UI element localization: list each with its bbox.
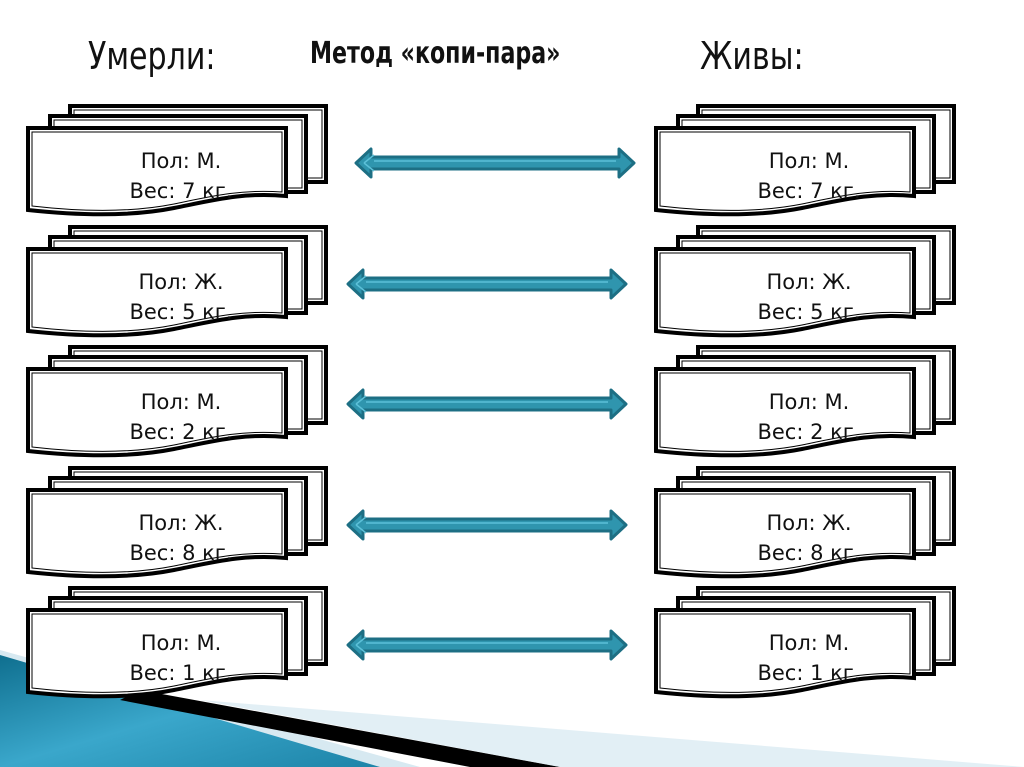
weight-label: Вес: 2 кг.	[129, 420, 233, 444]
alive-record-card: Пол: М. Вес: 1 кг.	[652, 586, 962, 706]
dead-record-card: Пол: Ж. Вес: 8 кг.	[24, 466, 334, 586]
card-text: Пол: Ж. Вес: 8 кг.	[52, 494, 310, 582]
weight-label: Вес: 7 кг.	[129, 179, 233, 203]
dead-record-card: Пол: М. Вес: 2 кг.	[24, 345, 334, 465]
double-arrow-icon	[346, 267, 628, 305]
card-text: Пол: М. Вес: 7 кг.	[680, 132, 938, 220]
alive-record-card: Пол: М. Вес: 7 кг.	[652, 104, 962, 224]
card-text: Пол: Ж. Вес: 5 кг.	[52, 253, 310, 341]
dead-record-card: Пол: М. Вес: 7 кг.	[24, 104, 334, 224]
sex-label: Пол: М.	[768, 631, 850, 655]
alive-column-title: Живы:	[700, 34, 804, 78]
double-arrow-icon	[354, 146, 636, 184]
sex-label: Пол: Ж.	[766, 270, 852, 294]
card-text: Пол: Ж. Вес: 8 кг.	[680, 494, 938, 582]
weight-label: Вес: 1 кг.	[129, 661, 233, 685]
double-arrow-icon	[346, 387, 628, 425]
sex-label: Пол: М.	[140, 631, 222, 655]
card-text: Пол: Ж. Вес: 5 кг.	[680, 253, 938, 341]
weight-label: Вес: 1 кг.	[757, 661, 861, 685]
alive-record-card: Пол: Ж. Вес: 5 кг.	[652, 225, 962, 345]
double-arrow-icon	[346, 628, 628, 666]
weight-label: Вес: 2 кг.	[757, 420, 861, 444]
card-text: Пол: М. Вес: 7 кг.	[52, 132, 310, 220]
sex-label: Пол: Ж.	[138, 511, 224, 535]
weight-label: Вес: 8 кг.	[129, 541, 233, 565]
weight-label: Вес: 5 кг.	[129, 300, 233, 324]
dead-column-title: Умерли:	[88, 34, 216, 78]
method-title: Метод «копи-пара»	[310, 36, 561, 71]
sex-label: Пол: М.	[140, 149, 222, 173]
sex-label: Пол: М.	[768, 390, 850, 414]
sex-label: Пол: Ж.	[766, 511, 852, 535]
card-text: Пол: М. Вес: 1 кг.	[680, 614, 938, 702]
sex-label: Пол: М.	[140, 390, 222, 414]
dead-record-card: Пол: Ж. Вес: 5 кг.	[24, 225, 334, 345]
alive-record-card: Пол: Ж. Вес: 8 кг.	[652, 466, 962, 586]
card-text: Пол: М. Вес: 2 кг.	[680, 373, 938, 461]
double-arrow-icon	[346, 508, 628, 546]
dead-record-card: Пол: М. Вес: 1 кг.	[24, 586, 334, 706]
weight-label: Вес: 8 кг.	[757, 541, 861, 565]
card-text: Пол: М. Вес: 1 кг.	[52, 614, 310, 702]
sex-label: Пол: М.	[768, 149, 850, 173]
sex-label: Пол: Ж.	[138, 270, 224, 294]
weight-label: Вес: 5 кг.	[757, 300, 861, 324]
weight-label: Вес: 7 кг.	[757, 179, 861, 203]
card-text: Пол: М. Вес: 2 кг.	[52, 373, 310, 461]
alive-record-card: Пол: М. Вес: 2 кг.	[652, 345, 962, 465]
